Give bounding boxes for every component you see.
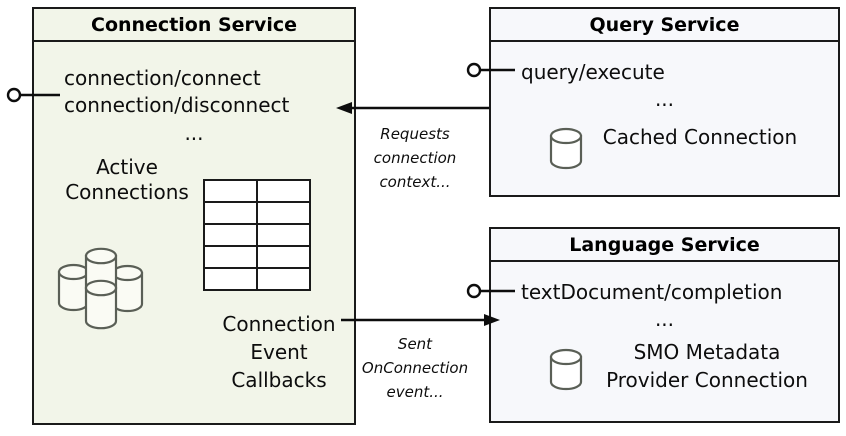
edge-label-requests-line1: Requests bbox=[380, 125, 450, 143]
edge-label-sent-line2: OnConnection bbox=[361, 359, 469, 377]
component-query-service[interactable]: Query Service query/execute ... Cached C… bbox=[489, 7, 840, 197]
active-connections-label-line1: Active bbox=[96, 155, 158, 179]
table-cell bbox=[203, 223, 258, 247]
query-service-title: Query Service bbox=[491, 9, 838, 42]
table-cell bbox=[256, 179, 311, 203]
component-language-service[interactable]: Language Service textDocument/completion… bbox=[489, 227, 840, 423]
query-service-body: query/execute ... Cached Connection bbox=[491, 42, 838, 195]
edge-label-requests-line3: context... bbox=[379, 173, 451, 191]
connection-service-operations-ellipsis: ... bbox=[184, 121, 204, 145]
connection-event-callbacks-line3: Callbacks bbox=[231, 368, 327, 392]
connection-event-callbacks-line2: Event bbox=[250, 340, 308, 364]
table-cell bbox=[256, 245, 311, 269]
operation-connection-connect[interactable]: connection/connect bbox=[64, 66, 261, 90]
active-connections-label-line2: Connections bbox=[65, 180, 189, 204]
table-row bbox=[203, 267, 311, 291]
edge-label-requests-line2: connection bbox=[373, 149, 457, 167]
smo-metadata-label-line2: Provider Connection bbox=[606, 368, 808, 392]
table-row bbox=[203, 179, 311, 203]
table-cell bbox=[256, 223, 311, 247]
language-service-title: Language Service bbox=[491, 229, 838, 262]
table-cell bbox=[256, 201, 311, 225]
query-service-operations-ellipsis: ... bbox=[654, 87, 675, 111]
table-row bbox=[203, 245, 311, 269]
operation-connection-disconnect[interactable]: connection/disconnect bbox=[64, 93, 290, 117]
table-row bbox=[203, 223, 311, 247]
operation-query-execute[interactable]: query/execute bbox=[521, 60, 665, 84]
cached-connection-label: Cached Connection bbox=[602, 125, 798, 149]
connector-requests-connection-context bbox=[336, 102, 489, 114]
table-cell bbox=[256, 267, 311, 291]
edge-label-sent-line3: event... bbox=[386, 383, 444, 401]
table-grid-icon bbox=[203, 179, 311, 291]
table-cell bbox=[203, 267, 258, 291]
smo-metadata-label-line1: SMO Metadata bbox=[633, 340, 781, 364]
connection-service-title: Connection Service bbox=[34, 9, 354, 42]
language-service-operations-ellipsis: ... bbox=[654, 307, 675, 331]
component-connection-service[interactable]: Connection Service connection/connect co… bbox=[32, 7, 356, 425]
connection-event-callbacks-line1: Connection bbox=[222, 312, 336, 336]
edge-label-sent-line1: Sent bbox=[397, 335, 433, 353]
operation-textdocument-completion[interactable]: textDocument/completion bbox=[521, 280, 783, 304]
table-row bbox=[203, 201, 311, 225]
table-cell bbox=[203, 179, 258, 203]
table-cell bbox=[203, 201, 258, 225]
language-service-body: textDocument/completion ... SMO Metadata… bbox=[491, 262, 838, 421]
table-cell bbox=[203, 245, 258, 269]
connection-service-body: connection/connect connection/disconnect… bbox=[34, 42, 354, 423]
